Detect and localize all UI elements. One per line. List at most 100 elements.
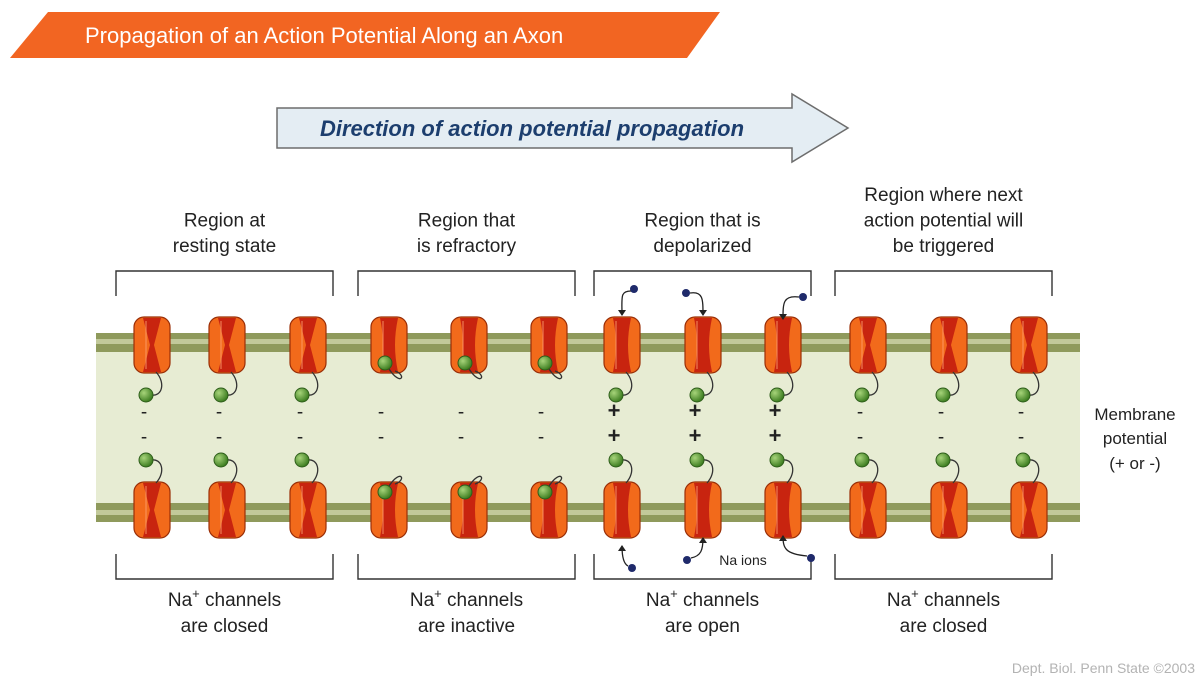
region-top-bracket [593,270,812,296]
region-top-label: action potential will [864,211,1023,232]
charge-sign: + [769,398,782,423]
charge-sign: - [297,427,303,448]
gate-tether [306,371,319,396]
charge-sign: + [689,423,702,448]
region-top-label: Region where next [864,185,1023,206]
channel-pore [218,318,236,372]
gate-tether [866,459,879,484]
sodium-channel [764,316,802,374]
gate-ball [138,387,154,403]
region-bottom-label: Na+ channels [646,586,759,611]
inactivation-gate [294,371,319,403]
region-bottom-bracket [357,554,576,580]
charge-sign: - [938,402,944,423]
channel-pore [859,483,877,537]
na-ion [807,554,815,562]
channel-pore [940,318,958,372]
membrane-label-line: (+ or -) [1109,454,1160,473]
charge-sign: - [857,402,863,423]
gate-ball [294,387,310,403]
charge-sign: - [141,402,147,423]
region-top-label: depolarized [653,236,751,257]
charge-sign: + [769,423,782,448]
top-membrane-highlight [96,339,1080,344]
gate-tether [620,371,633,396]
credit-text: Dept. Biol. Penn State ©2003 [1012,660,1195,676]
region-bottom-label: are open [665,616,740,637]
region-bottom-label: Na+ channels [168,586,281,611]
inactivation-gate [377,355,403,380]
charge-sign: - [458,402,464,423]
charge-sign: + [689,398,702,423]
axon-interior [96,340,1080,510]
gate-tether [1027,371,1040,396]
ion-arrow [782,535,808,557]
na-ions-label: Na ions [719,552,766,568]
inactivation-gate [769,371,794,403]
region-top-bracket [115,270,334,296]
axon [96,333,1080,522]
region-top-label: Region that [418,211,516,232]
gate-tether [781,371,794,396]
inactivation-gate [457,355,483,380]
membrane-label-line: Membrane [1094,405,1175,424]
ions-layer [618,285,815,572]
inactivation-gate [213,371,238,403]
gate-tether [620,459,633,484]
charge-sign: - [538,402,544,423]
inactivation-gate [1015,371,1040,403]
sodium-channel [133,481,171,539]
charge-sign: - [216,427,222,448]
region-bottom-bracket [593,554,812,580]
inactivation-gate [935,371,960,403]
ion-arrowhead [618,310,626,316]
gate-ball [854,452,870,468]
inactivation-gate [935,452,960,484]
charge-sign: - [857,427,863,448]
sodium-channel [849,316,887,374]
inactivation-gate [689,371,714,403]
title-banner: Propagation of an Action Potential Along… [10,12,720,58]
sodium-channel [208,316,246,374]
gate-ball [1015,387,1031,403]
channel-pore [299,483,317,537]
channel-pore [694,318,712,372]
inactivation-gate [457,475,483,500]
region-bottom-bracket [115,554,334,580]
sodium-channel [603,481,641,539]
channel-pore [143,483,161,537]
gate-tether [468,368,483,380]
channel-pore [299,318,317,372]
channel-pore [774,318,792,372]
channel-pore [613,318,631,372]
gate-tether [701,371,714,396]
gate-ball [1015,452,1031,468]
na-ion [683,556,691,564]
gate-tether [701,459,714,484]
gate-tether [468,475,483,487]
region-bottom-label: are closed [900,616,988,637]
ion-arrowhead [779,314,787,320]
charge-sign: - [378,402,384,423]
gate-ball [537,484,553,500]
sodium-channel [208,481,246,539]
inactivation-gate [294,452,319,484]
gate-ball [935,452,951,468]
inactivation-gate [537,475,563,500]
region-top-label: resting state [173,236,277,257]
region-bottom-label: Na+ channels [887,586,1000,611]
gate-ball [457,355,473,371]
sodium-channel [684,481,722,539]
sodium-channel [764,481,802,539]
region-bottom-label: are closed [181,616,269,637]
region-top-bracket [834,270,1053,296]
region-top-bracket [357,270,576,296]
inactivation-gate [854,371,879,403]
charge-sign: - [216,402,222,423]
charge-sign: - [378,427,384,448]
channels-layer [133,316,1048,539]
charge-sign: - [1018,427,1024,448]
gate-ball [769,452,785,468]
direction-arrow-shape [276,92,850,164]
